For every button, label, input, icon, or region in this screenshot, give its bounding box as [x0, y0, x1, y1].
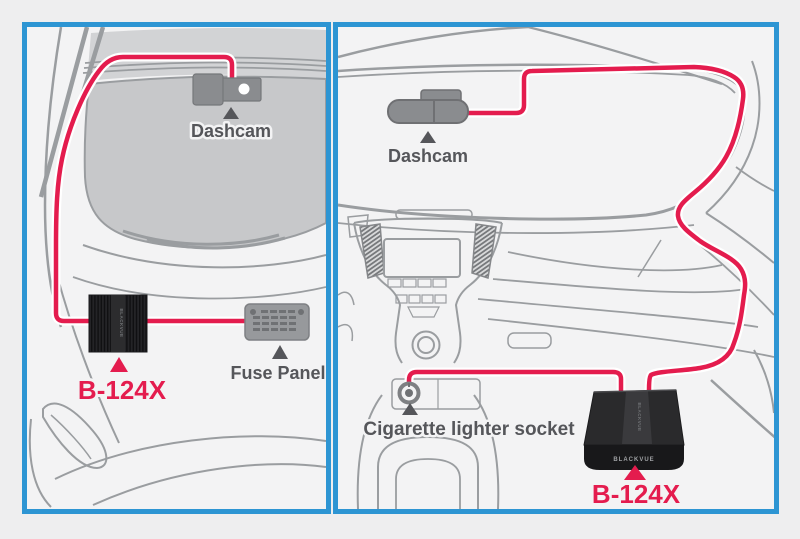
label-socket: Cigarette lighter socket [363, 419, 575, 440]
cigarette-socket-device [397, 381, 421, 405]
screw-icon [250, 309, 256, 315]
car-interior-art [338, 27, 774, 509]
glovebox-latch [507, 332, 552, 349]
interior-illustration: Cigarette lighter socket Dashcam BLACKVU… [338, 27, 774, 509]
dashcam-lens-icon [238, 83, 250, 95]
power-cable-right [404, 62, 750, 395]
pointer-triangle-battery-right [624, 465, 646, 480]
battery-device-left: BLACKVUE [88, 294, 148, 353]
panel-cigarette-socket: Cigarette lighter socket Dashcam BLACKVU… [333, 22, 779, 514]
infotainment-screen [383, 238, 461, 278]
label-dashcam-left: Dashcam [191, 121, 271, 141]
console-knob [411, 330, 441, 360]
pointer-triangle-battery-left [110, 357, 128, 372]
ac-vent-right [471, 223, 497, 279]
pointer-triangle-dashcam [223, 107, 239, 119]
pointer-triangle-fuse [272, 345, 288, 359]
pointer-triangle-dashcam-right [420, 131, 436, 143]
dashcam-device-exterior [192, 73, 262, 106]
battery-brand-logo: BLACKVUE [613, 457, 654, 463]
dashcam-device-interior [387, 89, 469, 124]
power-cable-left [51, 52, 250, 326]
battery-brand-vertical-left: BLACKVUE [119, 308, 124, 337]
pointer-triangle-socket [402, 403, 418, 415]
label-fuse-panel: Fuse Panel [230, 363, 325, 383]
fuse-panel-device [244, 303, 310, 341]
screw-icon [298, 309, 304, 315]
battery-device-right: BLACKVUE BLACKVUE [583, 389, 685, 470]
label-battery-left: B-124X [78, 375, 167, 405]
panel-hardwiring: Dashcam BLACKVUE B-124X [22, 22, 331, 514]
label-dashcam-right: Dashcam [388, 146, 468, 166]
console-buttons [387, 278, 447, 318]
battery-brand-vertical-right: BLACKVUE [637, 402, 642, 431]
car-exterior-art [28, 27, 326, 508]
ac-vent-left [359, 223, 385, 279]
fuse-slots [253, 310, 296, 331]
hardwiring-illustration: Dashcam BLACKVUE B-124X [28, 27, 326, 508]
label-battery-right: B-124X [592, 479, 681, 509]
